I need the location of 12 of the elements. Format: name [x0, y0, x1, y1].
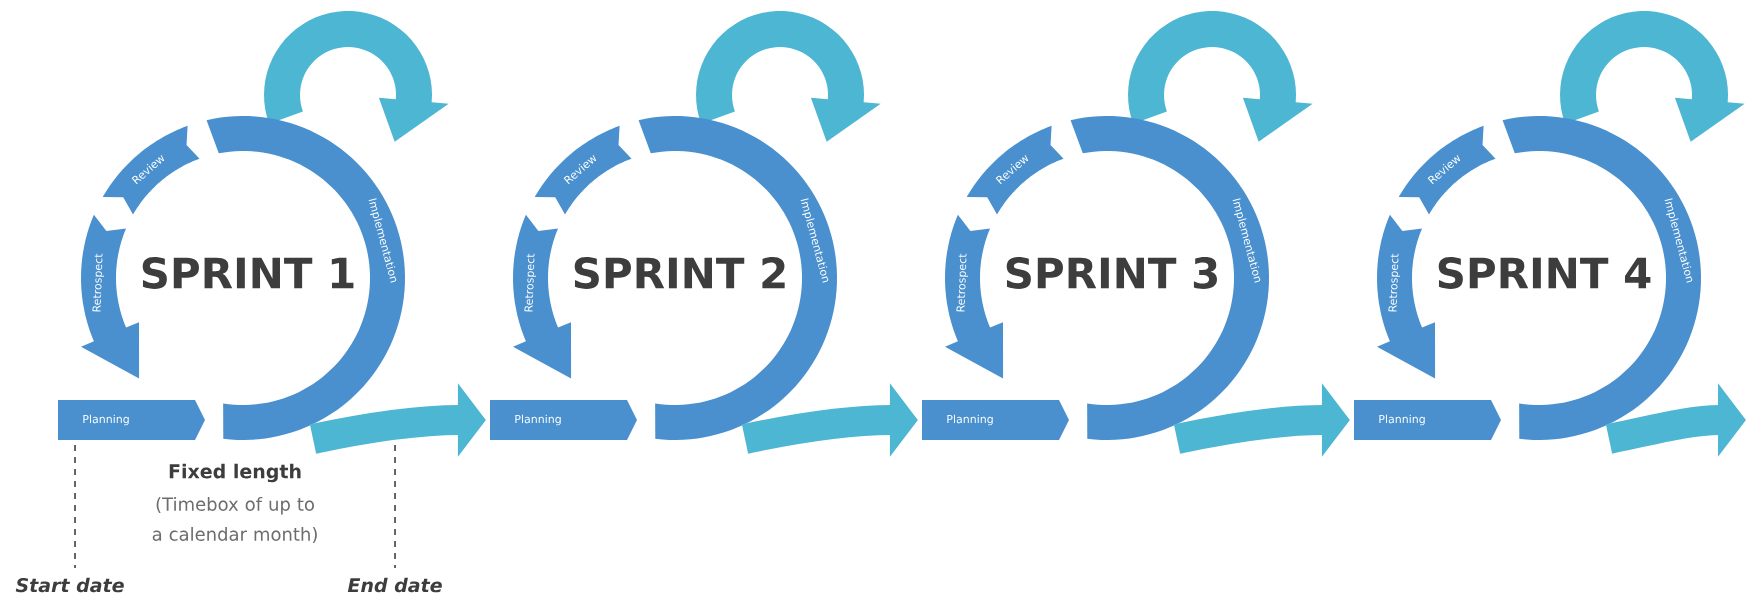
date-label: Start date [15, 577, 124, 593]
arc-segment: Retrospect [1377, 214, 1436, 379]
planning-bar: Planning [1354, 400, 1501, 440]
arc-segment: Retrospect [81, 214, 140, 379]
note: (Timebox of up to a calendar month) [152, 497, 317, 544]
heading: Fixed length [169, 463, 301, 483]
planning-bar: Planning [58, 400, 205, 440]
planning-bar: Planning [490, 400, 637, 440]
arc-segment: Retrospect [945, 214, 1004, 379]
date-label: End date [347, 577, 442, 593]
arc-segment: Retrospect [513, 214, 572, 379]
planning-bar: Planning [922, 400, 1069, 440]
